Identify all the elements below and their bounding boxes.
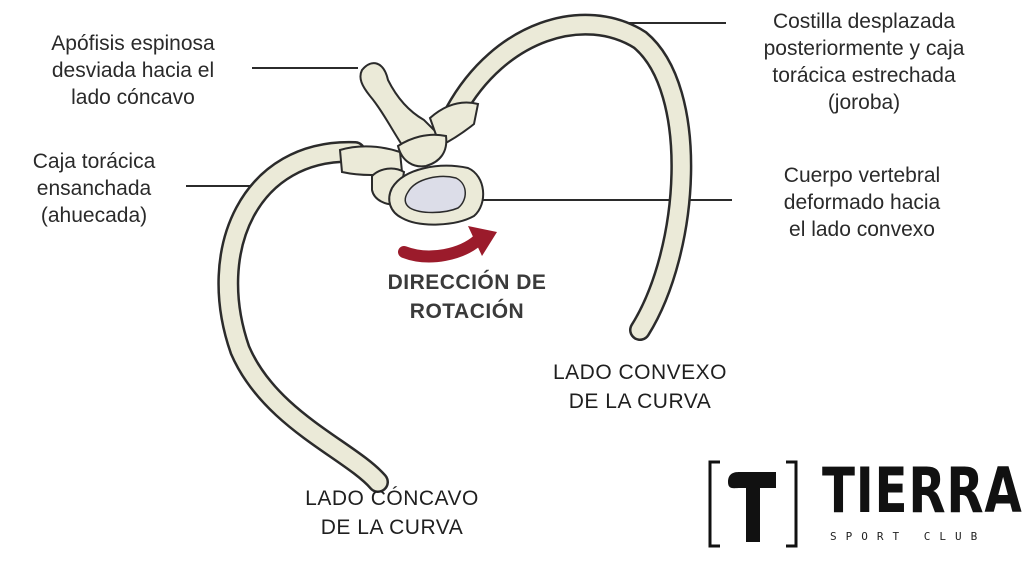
vertebral-body-core [404,175,466,214]
label-vertebral-body: Cuerpo vertebral deformado hacia el lado… [783,164,941,241]
rib-concave-side [217,140,389,493]
label-ribcage-widened: Caja torácica ensanchada (ahuecada) [32,150,156,227]
tierra-logo: TIERRA SPORT CLUB [706,456,1022,552]
logo-mark-icon [708,460,798,548]
label-convex-side: LADO CONVEXO DE LA CURVA [552,361,728,413]
rotation-arrow [398,226,497,263]
logo-wordmark: TIERRA [822,454,1023,527]
label-concave-side: LADO CÓNCAVO DE LA CURVA [305,487,479,539]
lamina [396,133,448,168]
logo-subtitle: SPORT CLUB [830,530,987,543]
label-rib-displaced: Costilla desplazada posteriormente y caj… [763,10,965,114]
rib-convex-side [444,13,693,341]
label-rotation-direction: DIRECCIÓN DE ROTACIÓN [387,271,547,323]
label-spinous-process: Apófisis espinosa desviada hacia el lado… [51,32,215,109]
vertebra [338,62,485,226]
